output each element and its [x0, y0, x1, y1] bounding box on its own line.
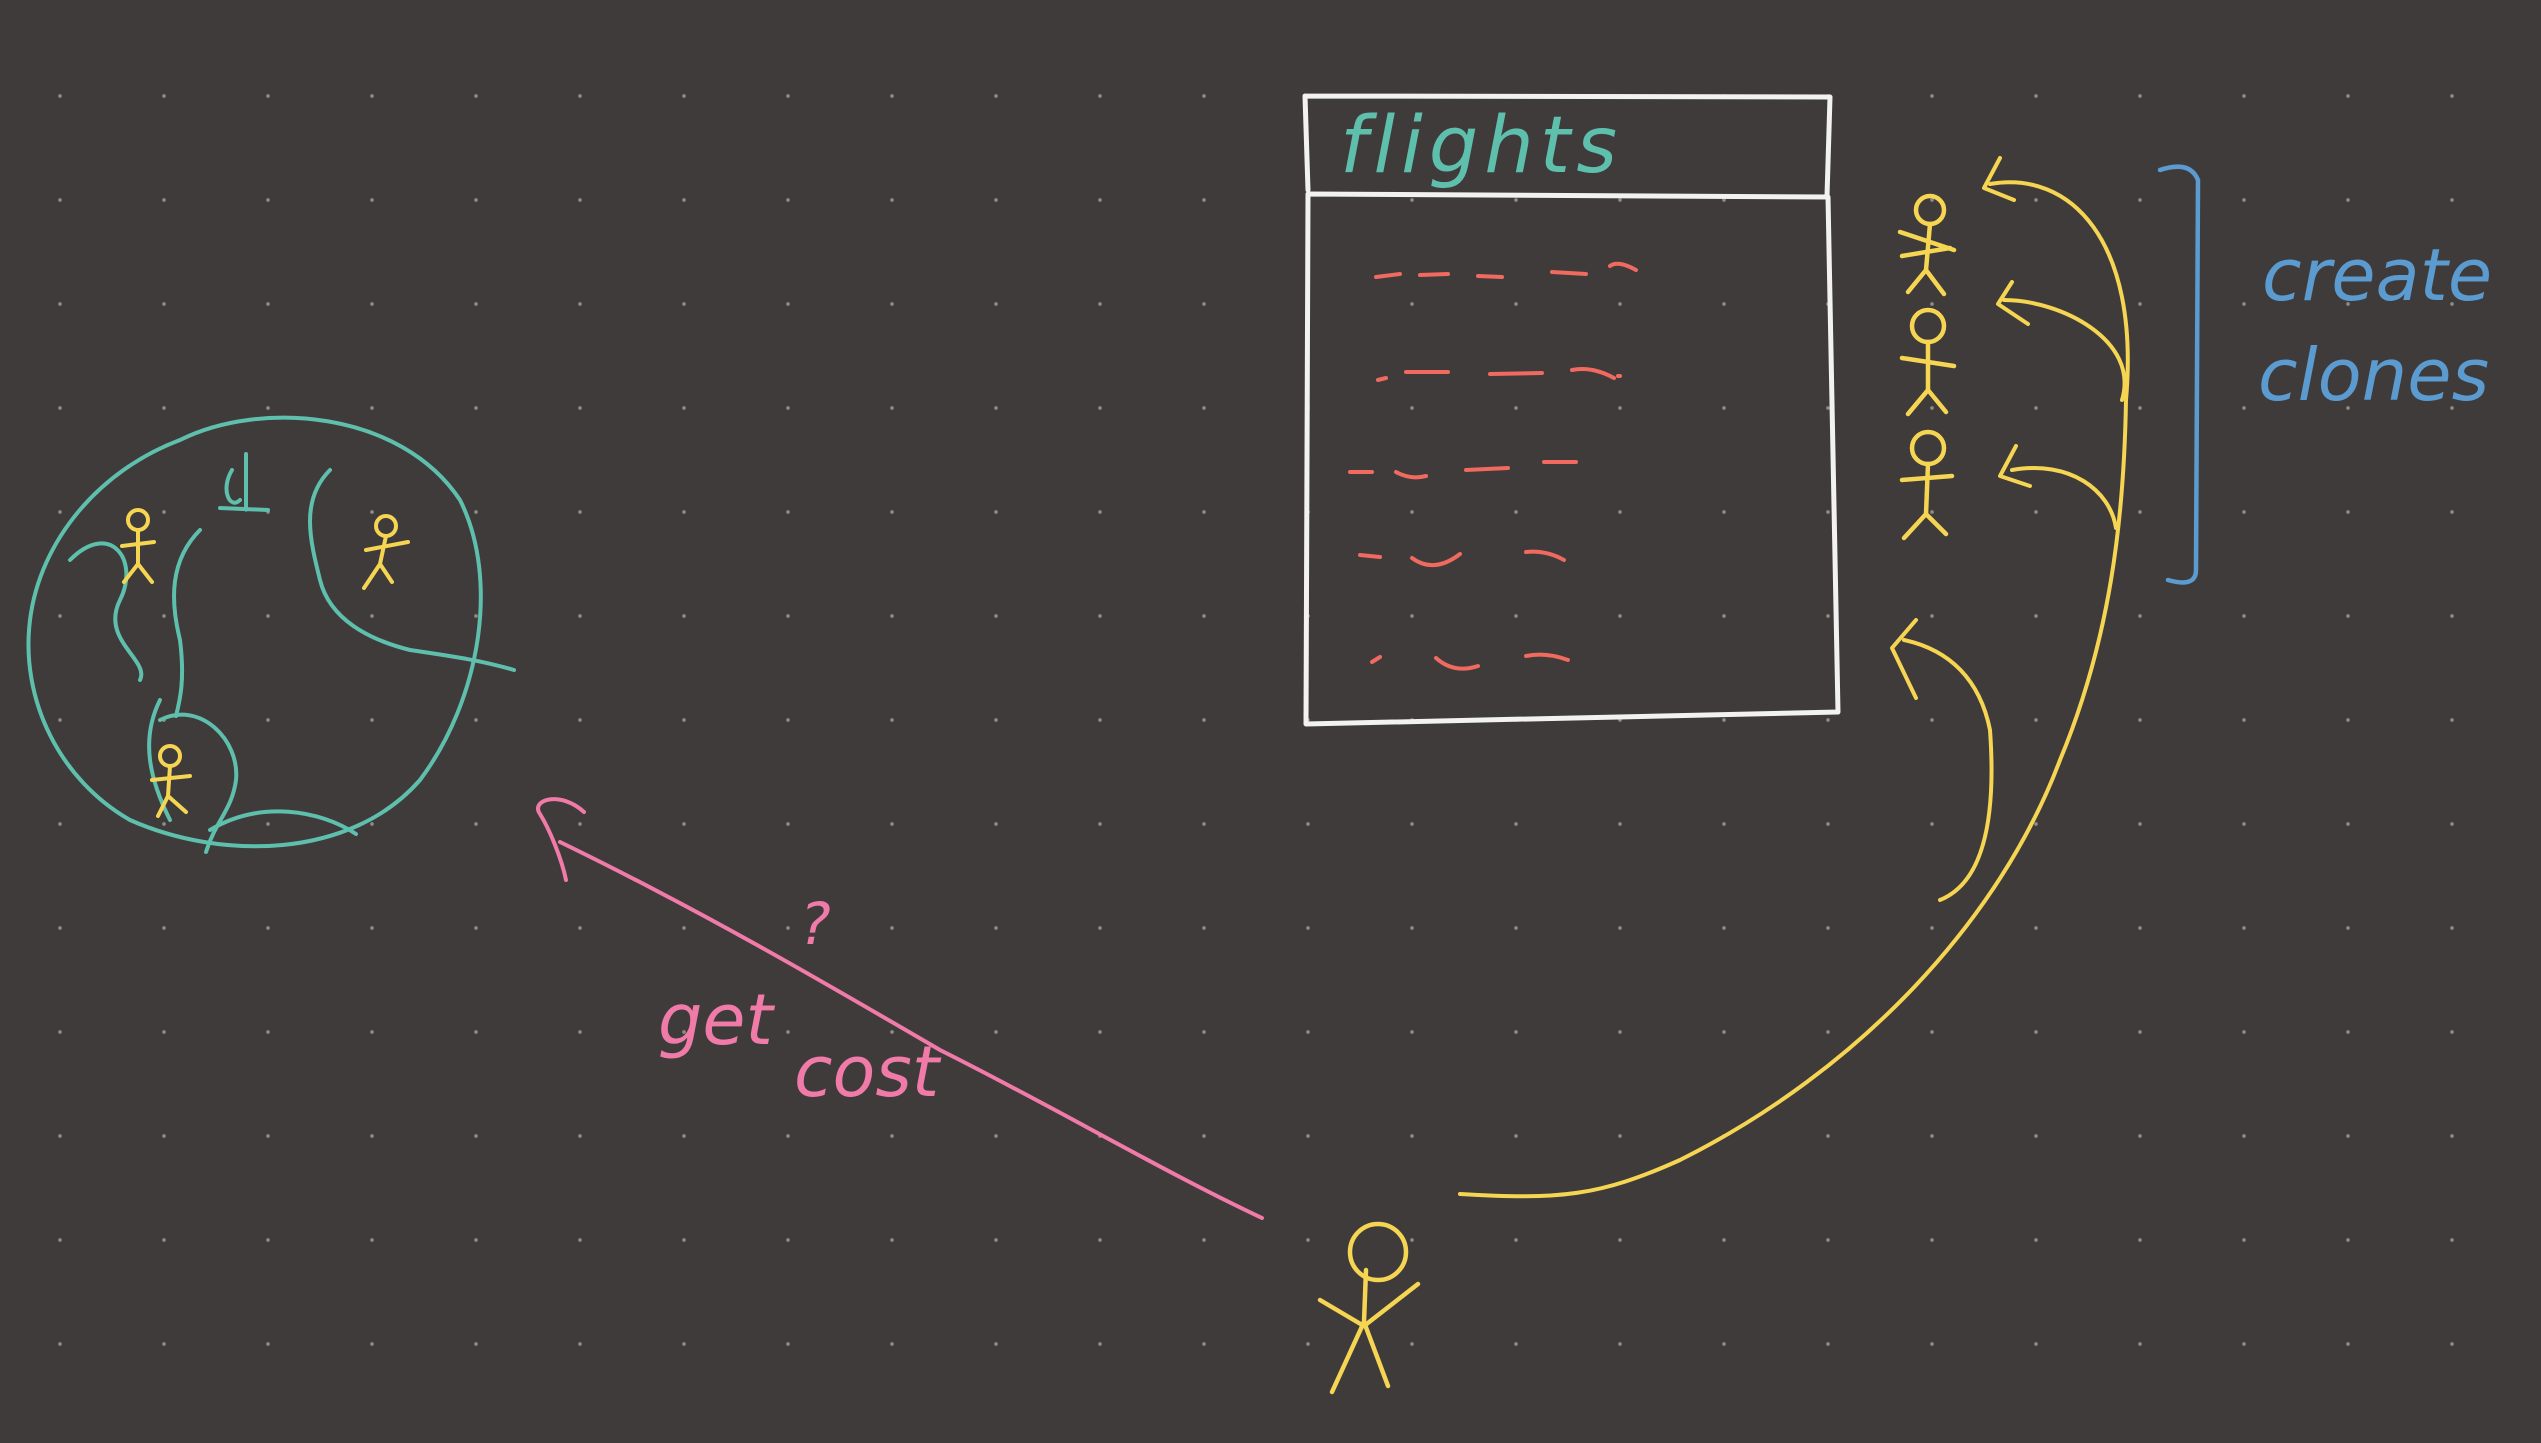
arrowhead — [536, 797, 586, 882]
continent — [308, 468, 516, 672]
branch-to-table-side — [1902, 638, 1994, 902]
arrow-to-clone-2 — [2002, 298, 2127, 402]
question-mark: ? — [800, 890, 831, 958]
globe-people — [120, 508, 410, 818]
arrowhead — [1890, 618, 1918, 700]
continent — [68, 541, 144, 682]
continent — [147, 698, 239, 854]
arrow-to-clone-1 — [1988, 180, 2130, 402]
clone-figures — [1897, 193, 1957, 541]
arrow-to-clone-3 — [2010, 466, 2118, 530]
arrowhead — [1982, 156, 2016, 202]
globe-outline — [26, 415, 483, 849]
stick-figure-icon — [1899, 307, 1957, 417]
user-stick-figure-icon — [1317, 1221, 1421, 1395]
clones-bracket — [2157, 164, 2201, 585]
cost-label: cost — [794, 1031, 942, 1113]
continent — [218, 452, 270, 512]
table-row — [1376, 367, 1622, 382]
arrowhead — [1998, 444, 2032, 488]
get-cost-label: get cost — [658, 979, 942, 1113]
create-clones-line-2: clones — [2258, 333, 2489, 417]
create-clones-line-1: create — [2262, 233, 2492, 317]
stick-figure-icon — [150, 744, 192, 818]
continent — [208, 809, 358, 836]
stick-figure-icon — [120, 508, 156, 584]
create-clones-arrow — [1458, 398, 2128, 1199]
globe-icon — [26, 415, 516, 854]
get-cost-arrow — [536, 797, 1264, 1220]
stick-figure-icon — [1897, 193, 1957, 297]
table-row — [1370, 652, 1570, 671]
clone-arrows — [1982, 156, 2130, 530]
table-row — [1348, 460, 1578, 480]
get-label: get — [658, 979, 776, 1061]
continent — [172, 528, 202, 718]
stick-figure-icon — [1899, 429, 1955, 541]
table-row — [1374, 261, 1638, 279]
table-header-box — [1302, 93, 1833, 199]
stick-figure-icon — [362, 514, 410, 590]
arrowhead — [1996, 280, 2030, 326]
table-row — [1358, 549, 1566, 567]
create-clones-label: create clones — [2258, 233, 2515, 417]
table-rows — [1348, 261, 1638, 671]
flights-table — [1302, 93, 1841, 727]
table-body-box — [1303, 191, 1841, 727]
flights-title: flights — [1340, 101, 1623, 191]
